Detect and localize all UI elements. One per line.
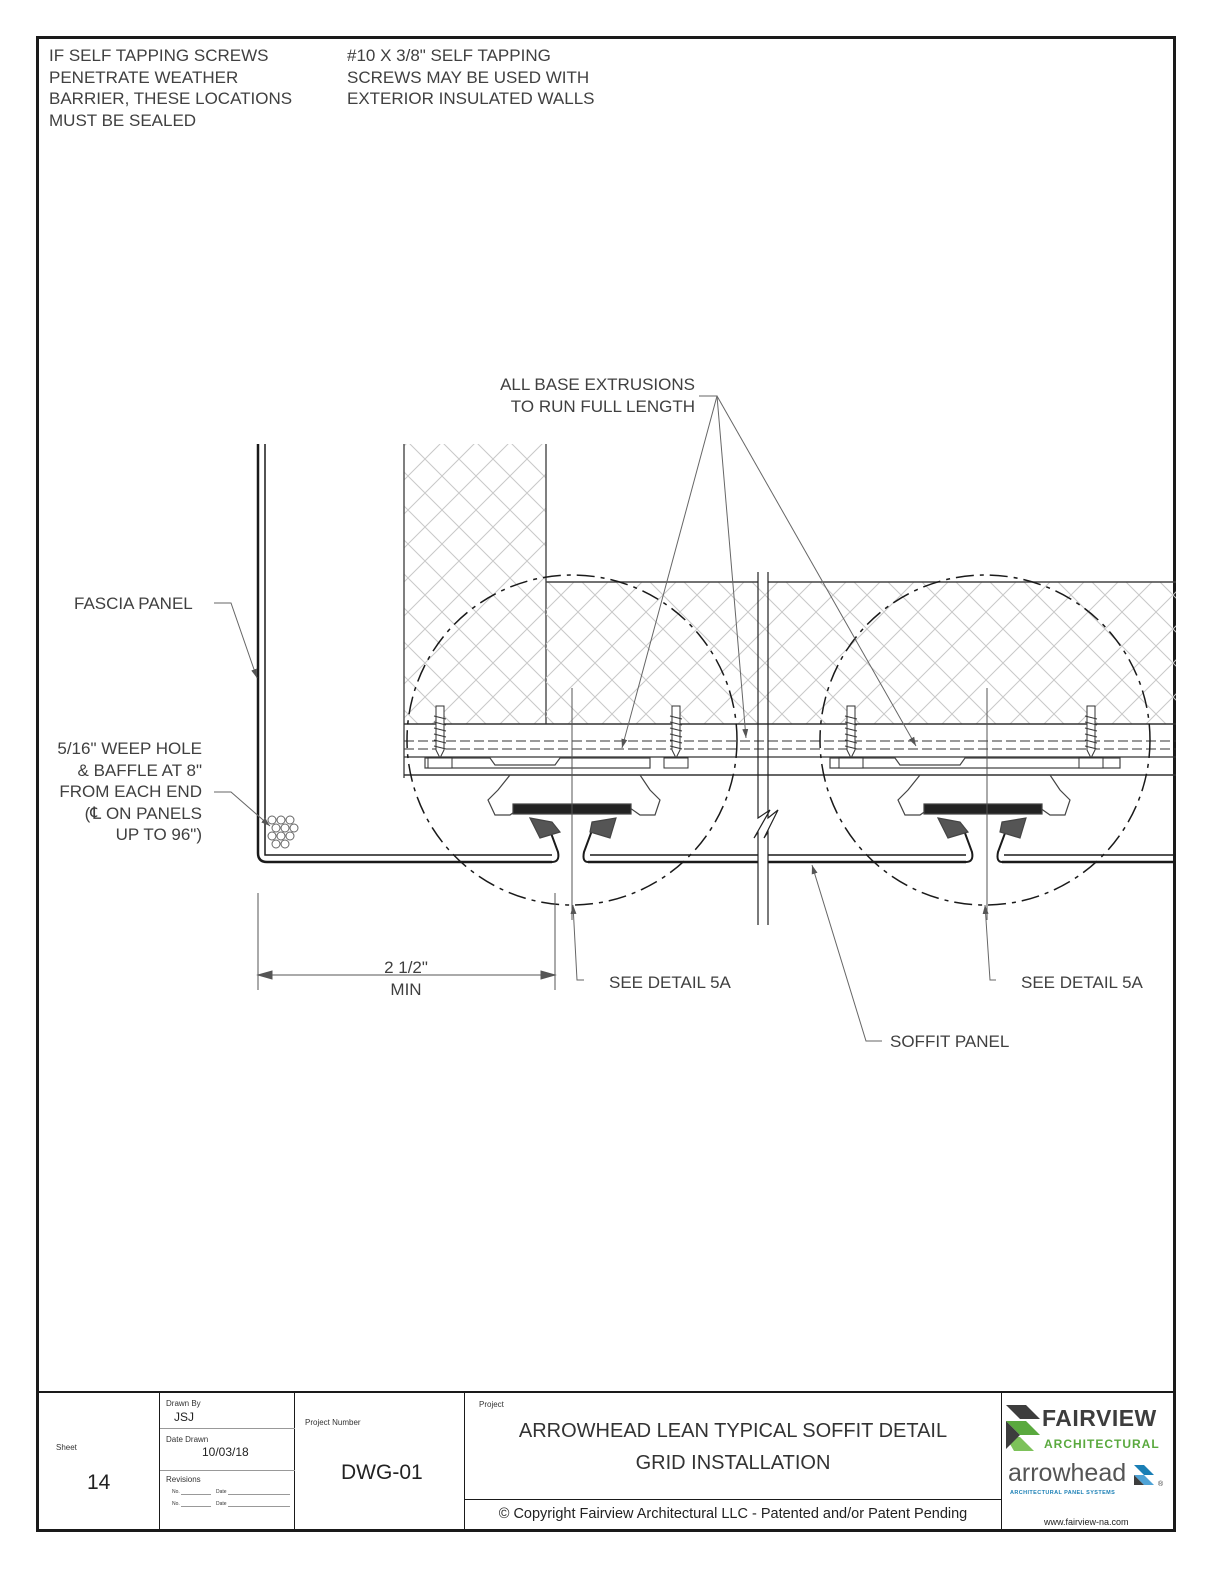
date-drawn-label: Date Drawn <box>166 1435 209 1444</box>
soffit-panel-callout: SOFFIT PANEL <box>890 1032 1010 1051</box>
project-title-line2: GRID INSTALLATION <box>635 1452 831 1474</box>
insulation-soffit <box>546 581 1176 724</box>
rev-no-2-label: No. <box>172 1501 180 1507</box>
soffit-panels <box>547 824 1176 864</box>
base-extrusions-callout: ALL BASE EXTRUSIONS TO RUN FULL LENGTH <box>500 375 695 416</box>
rev-date-1-label: Date <box>216 1489 227 1495</box>
logo-cell: FAIRVIEW ARCHITECTURAL arrowhead ® ARCHI… <box>1002 1393 1173 1532</box>
weep-baffle <box>267 815 299 849</box>
project-number-label: Project Number <box>305 1418 361 1427</box>
title-block: Sheet 14 Drawn By JSJ Date Drawn 10/03/1… <box>36 1391 1176 1532</box>
dimension-label: 2 1/2" MIN <box>370 957 442 1000</box>
drawn-by-label: Drawn By <box>166 1399 201 1408</box>
arrowhead-wordmark: arrowhead <box>1008 1459 1127 1487</box>
sheet-number: 14 <box>87 1471 111 1494</box>
rev-date-2-label: Date <box>216 1501 227 1507</box>
project-number-cell: Project Number DWG-01 <box>295 1393 465 1532</box>
see-detail-right-callout: SEE DETAIL 5A <box>1021 973 1143 992</box>
sheet-cell: Sheet 14 <box>36 1393 160 1532</box>
date-drawn-value: 10/03/18 <box>202 1445 249 1459</box>
centerlines <box>571 688 988 920</box>
weep-hole-callout: 5/16" WEEP HOLE & BAFFLE AT 8" FROM EACH… <box>57 739 202 844</box>
sheet-label: Sheet <box>56 1443 77 1452</box>
revisions-label: Revisions <box>166 1475 201 1484</box>
see-detail-left-callout: SEE DETAIL 5A <box>609 973 731 992</box>
project-title-line1: ARROWHEAD LEAN TYPICAL SOFFIT DETAIL <box>518 1420 948 1442</box>
drawing-info-cell: Drawn By JSJ Date Drawn 10/03/18 Revisio… <box>160 1393 295 1532</box>
registered-mark: ® <box>1158 1481 1164 1488</box>
grid-extrusion-left <box>424 757 661 839</box>
dimension-2-1-2-min <box>256 893 557 990</box>
break-line <box>753 572 779 925</box>
architectural-wordmark: ARCHITECTURAL <box>1044 1437 1160 1451</box>
fairview-logo-icon <box>1006 1405 1040 1451</box>
substrate-layers <box>404 723 1176 776</box>
leader-lines <box>214 395 996 1042</box>
sealing-note: IF SELF TAPPING SCREWS PENETRATE WEATHER… <box>49 46 293 130</box>
insulation-wall <box>403 444 547 778</box>
project-number-value: DWG-01 <box>341 1461 423 1484</box>
website-text: www.fairview-na.com <box>1044 1517 1129 1527</box>
fairview-wordmark: FAIRVIEW <box>1042 1405 1157 1431</box>
fascia-panel <box>256 444 552 864</box>
screws <box>427 705 1104 769</box>
sheet-border <box>36 36 1176 1532</box>
fascia-panel-callout: FASCIA PANEL <box>74 594 193 613</box>
grid-extrusion-right <box>829 757 1121 839</box>
project-label: Project <box>479 1400 504 1409</box>
drawn-by-value: JSJ <box>174 1410 195 1424</box>
detail-circles <box>406 574 1151 906</box>
rev-no-1-label: No. <box>172 1489 180 1495</box>
copyright-notice: © Copyright Fairview Architectural LLC -… <box>498 1506 968 1522</box>
arrowhead-logo-icon <box>1134 1465 1154 1485</box>
project-title-cell: Project ARROWHEAD LEAN TYPICAL SOFFIT DE… <box>465 1393 1002 1532</box>
panel-systems-text: ARCHITECTURAL PANEL SYSTEMS <box>1010 1490 1116 1496</box>
screw-note: #10 X 3/8" SELF TAPPING SCREWS MAY BE US… <box>347 46 595 108</box>
